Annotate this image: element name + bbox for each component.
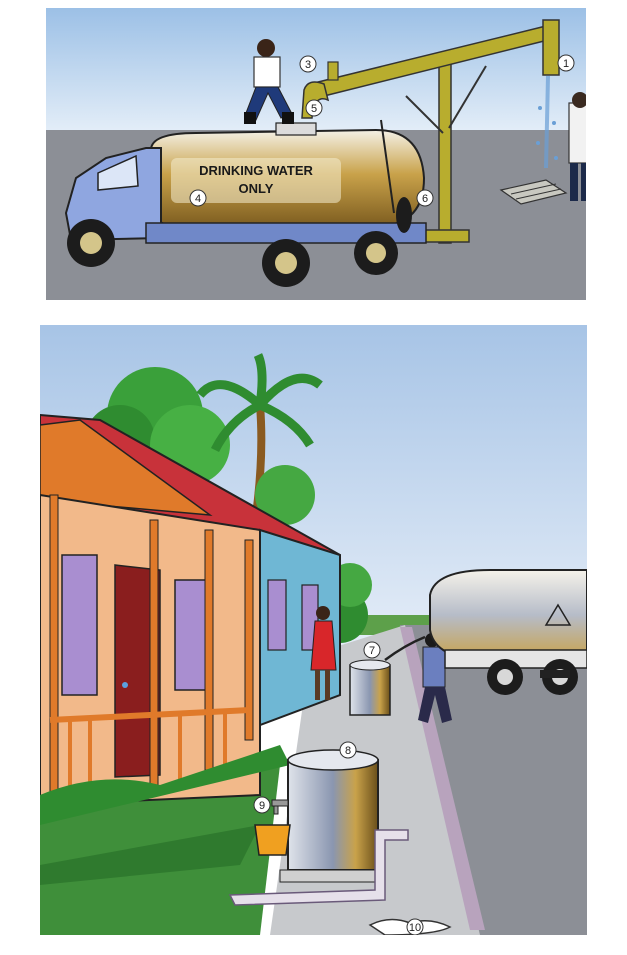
svg-text:9: 9: [259, 800, 265, 812]
bucket-icon: [255, 825, 290, 855]
callout-4: 4: [190, 190, 206, 206]
delivery-scene: 7 8 9 10: [40, 325, 587, 935]
callout-5: 5: [306, 100, 322, 116]
svg-text:8: 8: [345, 745, 351, 757]
tank-label-line2: ONLY: [239, 181, 274, 196]
callout-6: 6: [417, 190, 433, 206]
callout-9: 9: [254, 797, 270, 813]
window-3: [268, 580, 286, 650]
callout-1: 1: [558, 55, 574, 71]
svg-text:7: 7: [369, 645, 375, 657]
window-1: [62, 555, 97, 695]
tank-label-line1: DRINKING WATER: [199, 163, 313, 178]
callout-8: 8: [340, 742, 356, 758]
svg-text:1: 1: [563, 58, 569, 70]
callout-10: 10: [407, 919, 423, 935]
water-drum-small: [350, 660, 390, 715]
svg-text:10: 10: [409, 922, 421, 934]
inspector-figure: [569, 92, 586, 201]
truck-filling-scene: DRINKING WATER ONLY: [46, 8, 586, 300]
water-drum-large: [280, 750, 385, 882]
top-illustration-panel: DRINKING WATER ONLY: [46, 8, 586, 300]
svg-text:5: 5: [311, 103, 317, 115]
svg-text:3: 3: [305, 59, 311, 71]
tap-icon: [272, 800, 288, 814]
callout-3: 3: [300, 56, 316, 72]
callout-7: 7: [364, 642, 380, 658]
svg-text:6: 6: [422, 193, 428, 205]
bottom-illustration-panel: 7 8 9 10: [40, 325, 587, 935]
svg-text:4: 4: [195, 193, 201, 205]
